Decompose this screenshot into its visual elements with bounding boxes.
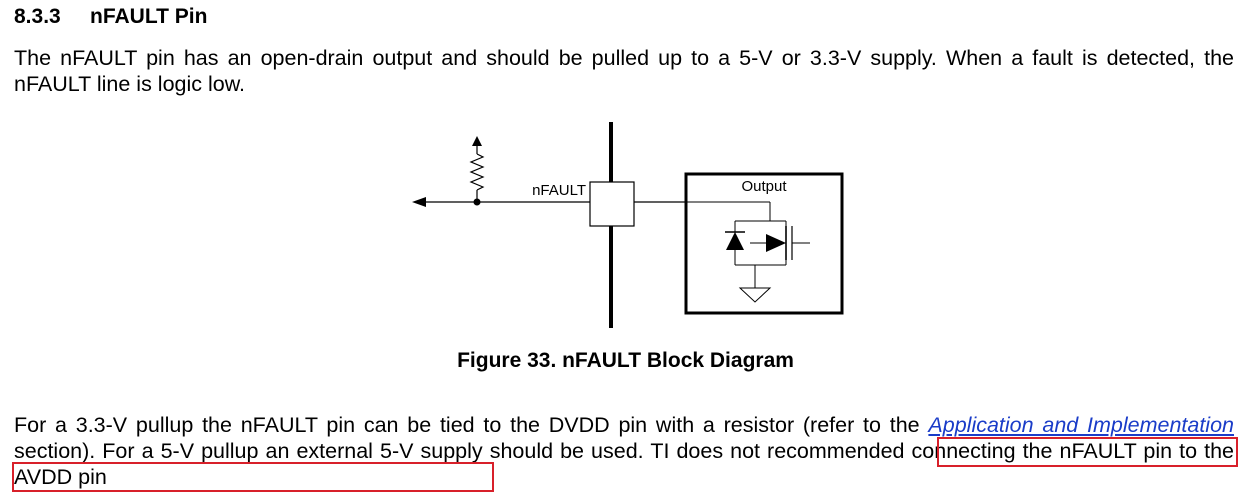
section-heading: 8.3.3 nFAULT Pin — [14, 4, 207, 30]
output-block — [684, 172, 844, 315]
section-title: nFAULT Pin — [90, 5, 208, 28]
pin-box — [589, 181, 635, 227]
mosfet-arrow — [766, 234, 786, 252]
figure-caption: Figure 33. nFAULT Block Diagram — [457, 349, 794, 372]
signal-arrow — [412, 197, 426, 207]
application-implementation-link[interactable]: Application and Implementation — [928, 413, 1234, 437]
avdd-warning-text: TI does not recommended connecting the n… — [14, 439, 1235, 489]
pin-label: nFAULT — [532, 182, 586, 199]
intro-paragraph: The nFAULT pin has an open-drain output … — [14, 46, 1234, 96]
pullup-paragraph: For a 3.3-V pullup the nFAULT pin can be… — [14, 412, 1234, 490]
section-number: 8.3.3 — [14, 5, 61, 28]
pullup-text-1: For a 3.3-V pullup the nFAULT pin can be… — [14, 413, 929, 437]
nfault-block-diagram: nFAULT Output — [412, 122, 844, 328]
ground-symbol — [738, 287, 772, 303]
body-diode — [726, 232, 744, 250]
pullup-text-2: section). For a 5-V pullup an external 5… — [14, 439, 651, 463]
supply-arrow — [472, 136, 482, 146]
output-label: Output — [741, 178, 787, 195]
pullup-resistor — [469, 153, 485, 191]
